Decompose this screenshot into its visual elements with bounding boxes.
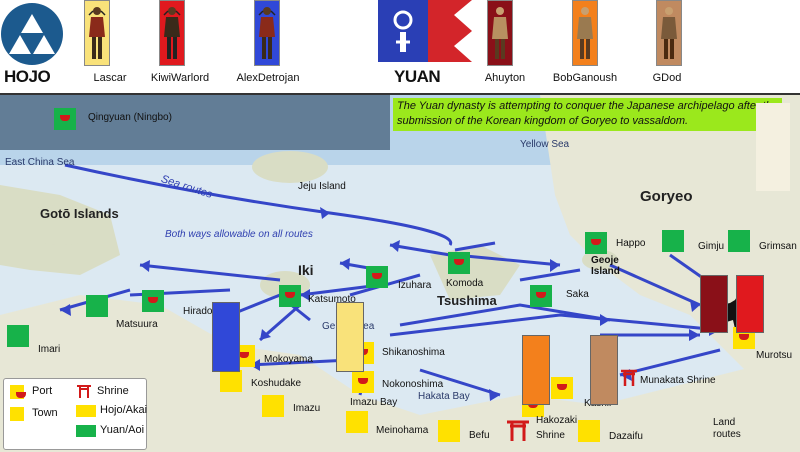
place-izuhara: Izuhara	[398, 280, 432, 291]
region-tsushima: Tsushima	[437, 293, 497, 308]
castle-icon-koshudake[interactable]	[220, 370, 242, 392]
castle-icon-dazaifu[interactable]	[578, 420, 600, 442]
port-marker-kashii[interactable]	[551, 377, 573, 399]
place-koshudake: Koshudake	[251, 378, 302, 389]
torii-icon-munakata[interactable]	[620, 367, 638, 387]
samurai-icon	[163, 7, 181, 59]
player-card-gdod[interactable]	[656, 0, 682, 66]
route-label-both-ways: Both ways allowable on all routes	[165, 229, 313, 240]
port-marker-happo[interactable]	[585, 232, 607, 254]
place-komoda: Komoda	[446, 278, 484, 289]
place-nokonoshima: Nokonoshima	[382, 379, 444, 390]
unit-token-ahuyton[interactable]	[700, 275, 728, 333]
player-card-alexdetrojan[interactable]	[254, 0, 280, 66]
sea-label-east-china: East China Sea	[5, 157, 75, 168]
place-shikanoshima: Shikanoshima	[382, 347, 445, 358]
legend-port-icon	[10, 385, 26, 399]
player-name-gdod: GDod	[652, 72, 682, 84]
player-name-ahuyton: Ahuyton	[484, 72, 526, 84]
place-munakata: Munakata Shrine	[640, 375, 716, 386]
samurai-icon	[88, 7, 106, 59]
place-dazaifu: Dazaifu	[609, 431, 643, 442]
player-card-lascar[interactable]	[84, 0, 110, 66]
region-jeju: Jeju Island	[298, 181, 346, 192]
scenario-note: The Yuan dynasty is attempting to conque…	[393, 98, 782, 131]
samurai-icon	[258, 7, 276, 59]
place-imazu-bay: Imazu Bay	[350, 397, 398, 408]
place-saka: Saka	[566, 289, 589, 300]
place-befu: Befu	[469, 430, 490, 441]
castle-icon-grimsan[interactable]	[728, 230, 750, 252]
player-card-bobganoush[interactable]	[572, 0, 598, 66]
player-card-ahuyton[interactable]	[487, 0, 513, 66]
campaign-map: The Yuan dynasty is attempting to conque…	[0, 93, 800, 452]
hojo-emblem-icon	[1, 3, 63, 65]
route-label-land: Land routes	[713, 417, 741, 440]
legend-hojo-label: Hojo/Akai	[100, 404, 148, 416]
player-card-kiwiwarlord[interactable]	[159, 0, 185, 66]
hojo-faction-label: HOJO	[4, 67, 51, 86]
castle-icon-befu[interactable]	[438, 420, 460, 442]
legend-shrine-icon	[77, 385, 91, 398]
sea-label-hakata-bay: Hakata Bay	[418, 391, 470, 402]
unit-token-kiwiwarlord[interactable]	[736, 275, 764, 333]
mongol-warrior-icon	[661, 7, 677, 59]
legend-port-label: Port	[32, 385, 53, 397]
castle-icon-imari[interactable]	[7, 325, 29, 347]
legend-yuan-swatch	[76, 425, 96, 437]
place-gimju: Gimju	[698, 241, 725, 252]
place-mokoyama: Mokoyama	[264, 354, 313, 365]
mongol-warrior-icon	[492, 7, 508, 59]
region-goryeo: Goryeo	[640, 188, 693, 205]
yuan-faction-label: YUAN	[394, 67, 441, 86]
legend-hojo-swatch	[76, 405, 96, 417]
unit-token-gdod[interactable]	[590, 335, 618, 405]
place-happo: Happo	[616, 238, 646, 249]
legend-town-label: Town	[32, 407, 58, 419]
port-marker-hirado[interactable]	[142, 290, 164, 312]
port-marker-qingyuan[interactable]	[54, 108, 76, 130]
place-grimsan: Grimsan	[759, 241, 797, 252]
castle-icon-meinohama[interactable]	[346, 411, 368, 433]
mongol-warrior-icon	[577, 7, 593, 59]
place-hakozaki: Hakozaki	[536, 415, 578, 426]
legend-yuan-label: Yuan/Aoi	[100, 424, 145, 436]
unit-token-alexdetrojan[interactable]	[212, 302, 240, 372]
castle-icon-matsuura[interactable]	[86, 295, 108, 317]
port-marker-nokonoshima[interactable]	[352, 371, 374, 393]
place-meinohama: Meinohama	[376, 425, 429, 436]
place-murotsu: Murotsu	[756, 350, 793, 361]
place-imari: Imari	[38, 344, 61, 355]
player-name-lascar: Lascar	[93, 72, 127, 84]
legend-shrine-label: Shrine	[97, 385, 129, 397]
castle-icon-gimju[interactable]	[662, 230, 684, 252]
legend-town-icon	[10, 407, 24, 421]
castle-icon-imazu[interactable]	[262, 395, 284, 417]
place-matsuura: Matsuura	[116, 319, 158, 330]
place-shrine: Shrine	[536, 430, 565, 441]
unit-token-bobganoush[interactable]	[522, 335, 550, 405]
region-goto: Gotō Islands	[40, 206, 119, 221]
sea-label-yellow: Yellow Sea	[520, 139, 570, 150]
yuan-flag-icon	[378, 0, 472, 62]
port-marker-katsumoto[interactable]	[279, 285, 301, 307]
faction-header: HOJO Lascar KiwiWarlord AlexDetrojan YUA…	[0, 0, 800, 92]
port-marker-izuhara[interactable]	[366, 266, 388, 288]
region-iki: Iki	[298, 262, 314, 278]
samurai-portrait	[756, 103, 790, 191]
place-hirado: Hirado	[183, 306, 213, 317]
map-background	[0, 95, 800, 452]
port-marker-saka[interactable]	[530, 285, 552, 307]
player-name-alexdetrojan: AlexDetrojan	[236, 72, 300, 84]
place-imazu: Imazu	[293, 403, 321, 414]
player-name-bobganoush: BobGanoush	[552, 72, 618, 84]
port-marker-komoda[interactable]	[448, 252, 470, 274]
region-geoje: Geoje Island	[591, 255, 620, 277]
place-qingyuan: Qingyuan (Ningbo)	[88, 112, 172, 123]
place-katsumoto: Katsumoto	[308, 294, 356, 305]
map-legend: Port Town Shrine Hojo/Akai Yuan/Aoi	[3, 378, 147, 450]
player-name-kiwiwarlord: KiwiWarlord	[150, 72, 210, 84]
unit-token-lascar[interactable]	[336, 302, 364, 372]
torii-icon-shrine[interactable]	[505, 417, 531, 443]
